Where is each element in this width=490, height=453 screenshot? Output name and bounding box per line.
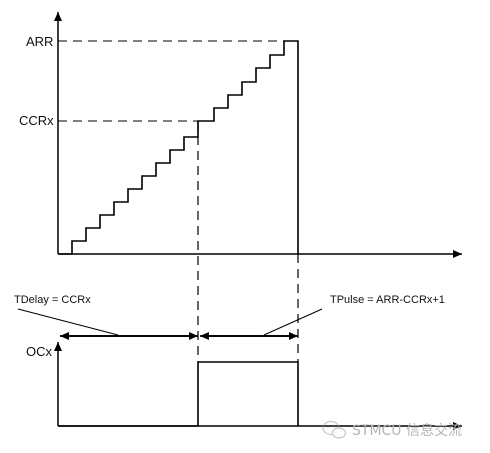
counter-staircase <box>58 40 299 255</box>
ocx-waveform <box>58 361 299 427</box>
tpulse-leader <box>263 308 323 336</box>
ccrx-label: CCRx <box>19 113 54 128</box>
ocx-label: OCx <box>26 344 53 359</box>
arr-label: ARR <box>26 34 53 49</box>
tdelay-leader <box>17 308 119 336</box>
wechat-icon <box>322 420 347 439</box>
tpulse-label: TPulse = ARR-CCRx+1 <box>330 294 445 306</box>
watermark-text: STMCU 信息交流 <box>352 422 462 439</box>
tdelay-label: TDelay = CCRx <box>14 294 91 306</box>
